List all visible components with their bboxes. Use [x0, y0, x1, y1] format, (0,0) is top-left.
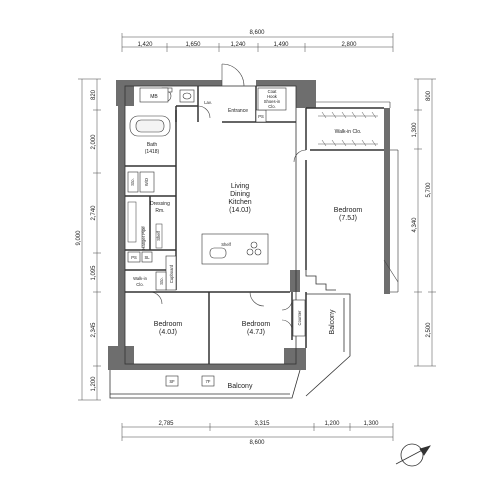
ldk-label-1: Living — [231, 183, 249, 190]
bath-label-1: Bath — [147, 142, 158, 148]
right-dimensions — [414, 78, 436, 367]
ps-entrance-label: PS — [258, 114, 264, 119]
entrance-label: Entrance — [228, 108, 248, 114]
counter-label: Counter — [297, 310, 302, 326]
sto-top-label: Sto. — [130, 178, 135, 185]
left-dimensions — [78, 78, 101, 401]
balcony-east-label: Balcony — [329, 309, 336, 334]
cupboard-label: Cupboard — [169, 264, 174, 283]
bottom-total-dim: 8,600 — [249, 440, 265, 446]
hanger-pipe-label: Hanger Pipe — [141, 226, 146, 250]
walkin-east-label: Walk-in Clo. — [335, 129, 362, 135]
bottom-dim-4: 1,300 — [363, 421, 379, 427]
bedroom-mid-label-1: Bedroom — [242, 321, 271, 328]
wd-box — [127, 171, 155, 193]
bottom-dim-3: 1,200 — [324, 421, 340, 427]
counter-box — [292, 299, 306, 337]
door-swings — [149, 63, 399, 331]
lav-label: Lav. — [204, 100, 212, 105]
bedroom-sw-label-1: Bedroom — [154, 321, 183, 328]
top-dim-4: 1,490 — [273, 42, 289, 48]
left-dim-6: 1,200 — [91, 376, 97, 392]
ldk-label-2: Dining — [230, 191, 250, 198]
coat-label-2: Hook — [267, 94, 278, 99]
top-dim-5: 2,800 — [341, 42, 357, 48]
coat-label-4: Clo. — [268, 104, 275, 109]
dressing-fixtures — [127, 201, 163, 249]
ldk-label-4: (14.0J) — [229, 207, 251, 214]
dressing-label-2: Rm. — [155, 208, 164, 214]
outline — [124, 85, 336, 365]
top-dim-2: 1,650 — [185, 42, 201, 48]
left-dim-2: 2,000 — [91, 134, 97, 150]
left-dim-1: 820 — [91, 89, 97, 100]
shelf-kitchen-label: Shelf — [221, 242, 231, 247]
balcony-south-outline — [109, 369, 301, 399]
top-dim-1: 1,420 — [137, 42, 153, 48]
balcony-south-label: Balcony — [228, 383, 253, 390]
right-dim-inner-2: 4,340 — [412, 217, 418, 233]
bottom-dim-1: 2,785 — [158, 421, 174, 427]
shelf-dress-label: Shelf — [156, 230, 161, 240]
ps-boxes — [127, 109, 267, 263]
bath-fixtures — [129, 115, 171, 137]
ps-west-label: PS — [131, 255, 137, 260]
sto-inner-label: Sto. — [159, 277, 164, 284]
top-total-dim: 8,600 — [249, 30, 265, 36]
left-dim-4: 1,095 — [91, 265, 97, 281]
bottom-dimensions — [121, 423, 394, 441]
bedroom-mid-label-2: (4.7J) — [247, 329, 265, 336]
ldk-label-3: Kitchen — [228, 199, 251, 206]
coat-shoes-box — [257, 87, 287, 111]
mb-box — [139, 87, 169, 103]
fire-exit-boxes — [165, 375, 215, 387]
left-total-dim: 9,000 — [76, 230, 82, 246]
coat-label-1: Coat — [268, 89, 278, 94]
bedroom-east-label-2: (7.5J) — [339, 215, 357, 222]
east-window-frame — [316, 101, 399, 293]
north-arrow-icon — [395, 443, 431, 467]
right-dim-outer-1: 800 — [426, 90, 432, 101]
bath-label-2: (1418) — [145, 149, 160, 155]
walkin-east-hangers — [318, 111, 378, 147]
bedroom-sw-label-2: (4.0J) — [159, 329, 177, 336]
walkin-west-label-1: Walk-in — [133, 276, 147, 281]
fire-exit-label-2: 7F — [206, 379, 211, 384]
top-dim-3: 1,240 — [230, 42, 246, 48]
left-dim-5: 2,345 — [91, 322, 97, 338]
lav-fixtures — [179, 89, 195, 103]
kitchen-island — [201, 233, 269, 265]
wd-label: W/D — [144, 178, 149, 186]
balcony-east-outline — [305, 293, 351, 397]
right-total-dim: 5,700 — [426, 182, 432, 198]
bedroom-east-label-1: Bedroom — [334, 207, 363, 214]
sl-label: SL — [144, 255, 150, 260]
fire-exit-label-1: SF — [169, 379, 175, 384]
left-dim-3: 2,740 — [91, 205, 97, 221]
dressing-label-1: Dressing — [150, 201, 170, 207]
right-dim-outer-2: 2,500 — [426, 322, 432, 338]
mb-label: MB — [150, 94, 158, 100]
right-dim-inner-1: 1,300 — [412, 122, 418, 138]
top-dimensions — [121, 33, 394, 52]
coat-label-3: Shoes-in — [264, 99, 281, 104]
bottom-dim-2: 3,315 — [254, 421, 270, 427]
walkin-west-label-2: Clo. — [136, 282, 143, 287]
cupboard-box — [155, 255, 177, 291]
